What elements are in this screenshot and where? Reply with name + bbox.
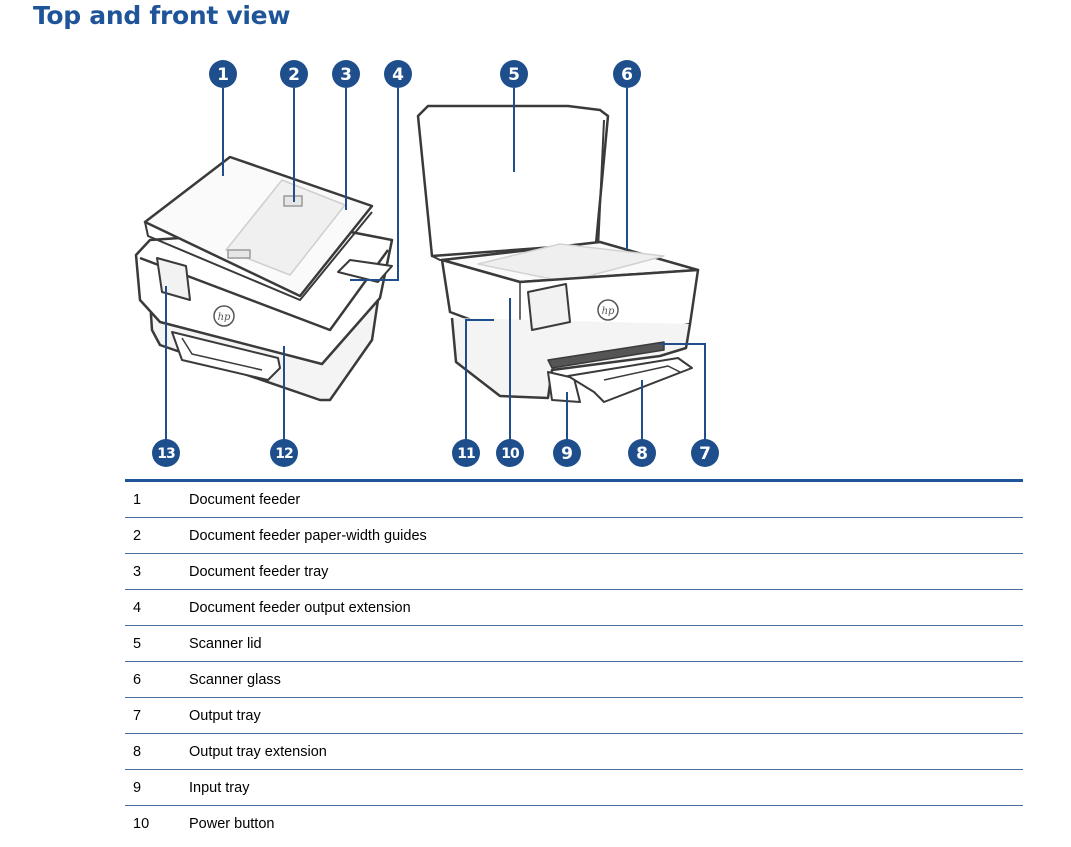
- svg-text:5: 5: [508, 65, 520, 85]
- svg-text:hp: hp: [218, 312, 231, 323]
- callout-11: 11: [452, 439, 480, 467]
- part-number: 2: [133, 527, 142, 544]
- part-label: Document feeder output extension: [189, 599, 411, 616]
- part-label: Output tray: [189, 707, 261, 724]
- svg-text:12: 12: [275, 446, 293, 462]
- printer-left-drawing: hp: [134, 155, 394, 402]
- part-number: 5: [133, 635, 142, 652]
- part-label: Power button: [189, 816, 275, 832]
- svg-text:3: 3: [340, 65, 352, 85]
- table-row: 2 Document feeder paper-width guides: [125, 518, 1023, 554]
- printer-right-drawing: hp: [416, 104, 700, 403]
- table-row: 8 Output tray extension: [125, 734, 1023, 770]
- callout-13: 13: [152, 439, 180, 467]
- part-label: Scanner lid: [189, 635, 262, 652]
- callout-10: 10: [496, 439, 524, 467]
- table-row: 6 Scanner glass: [125, 662, 1023, 698]
- svg-text:10: 10: [501, 446, 520, 462]
- parts-table: 1 Document feeder 2 Document feeder pape…: [125, 482, 1023, 842]
- callout-1: 1: [209, 60, 237, 88]
- table-row: 1 Document feeder: [125, 482, 1023, 518]
- svg-text:4: 4: [392, 65, 404, 85]
- svg-text:2: 2: [288, 65, 300, 85]
- page-title: Top and front view: [33, 1, 291, 30]
- part-label: Scanner glass: [189, 671, 281, 688]
- part-number: 10: [133, 816, 150, 832]
- part-number: 1: [133, 491, 142, 508]
- callout-badges: 1 2 3 4 5 6 7 8 9 10 11 12 13: [152, 60, 719, 467]
- part-number: 3: [133, 563, 142, 580]
- part-label: Output tray extension: [189, 743, 327, 760]
- table-row: 10 Power button: [125, 806, 1023, 842]
- callout-5: 5: [500, 60, 528, 88]
- part-label: Document feeder tray: [189, 563, 329, 580]
- table-row: 9 Input tray: [125, 770, 1023, 806]
- leader-lines: [165, 88, 706, 440]
- svg-text:7: 7: [699, 444, 711, 464]
- table-row: 3 Document feeder tray: [125, 554, 1023, 590]
- part-number: 4: [133, 599, 142, 616]
- svg-text:13: 13: [157, 446, 175, 462]
- callout-6: 6: [613, 60, 641, 88]
- part-number: 8: [133, 743, 142, 760]
- svg-text:11: 11: [457, 446, 475, 462]
- callout-12: 12: [270, 439, 298, 467]
- callout-4: 4: [384, 60, 412, 88]
- part-label: Document feeder paper-width guides: [189, 527, 427, 544]
- svg-text:1: 1: [217, 65, 229, 85]
- svg-text:8: 8: [636, 444, 648, 464]
- part-number: 6: [133, 671, 142, 688]
- part-label: Input tray: [189, 779, 250, 796]
- svg-text:9: 9: [561, 444, 573, 464]
- table-row: 5 Scanner lid: [125, 626, 1023, 662]
- table-top-rule: [125, 479, 1023, 482]
- table-row: 4 Document feeder output extension: [125, 590, 1023, 626]
- part-number: 7: [133, 707, 142, 724]
- callout-8: 8: [628, 439, 656, 467]
- svg-text:6: 6: [621, 65, 633, 85]
- printer-illustration: hp hp: [134, 60, 719, 467]
- part-number: 9: [133, 779, 142, 796]
- callout-9: 9: [553, 439, 581, 467]
- table-row: 7 Output tray: [125, 698, 1023, 734]
- svg-text:hp: hp: [602, 306, 615, 317]
- callout-2: 2: [280, 60, 308, 88]
- callout-3: 3: [332, 60, 360, 88]
- part-label: Document feeder: [189, 491, 301, 508]
- callout-7: 7: [691, 439, 719, 467]
